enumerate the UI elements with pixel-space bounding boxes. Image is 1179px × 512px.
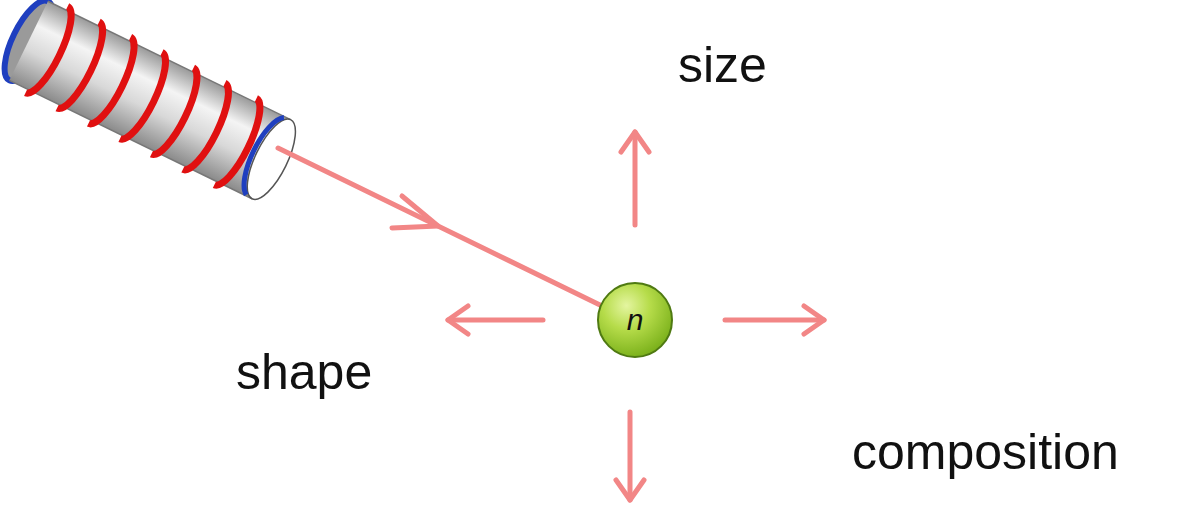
beam-arrowhead	[392, 196, 438, 228]
property-label: shape	[236, 345, 372, 400]
property-label: composition	[852, 425, 1119, 480]
solenoid-source	[0, 0, 307, 209]
particle-circle: n	[597, 282, 673, 358]
particle-symbol: n	[627, 303, 644, 337]
right-arrowhead	[804, 306, 824, 334]
up-arrowhead	[621, 132, 649, 152]
up-arrow	[633, 132, 638, 225]
left-arrow	[448, 318, 543, 323]
beam-line	[278, 148, 600, 305]
left-arrowhead	[448, 306, 468, 334]
right-arrow	[725, 318, 824, 323]
down-arrow	[628, 412, 633, 500]
down-arrowhead	[616, 480, 644, 500]
property-label: size	[678, 38, 767, 93]
